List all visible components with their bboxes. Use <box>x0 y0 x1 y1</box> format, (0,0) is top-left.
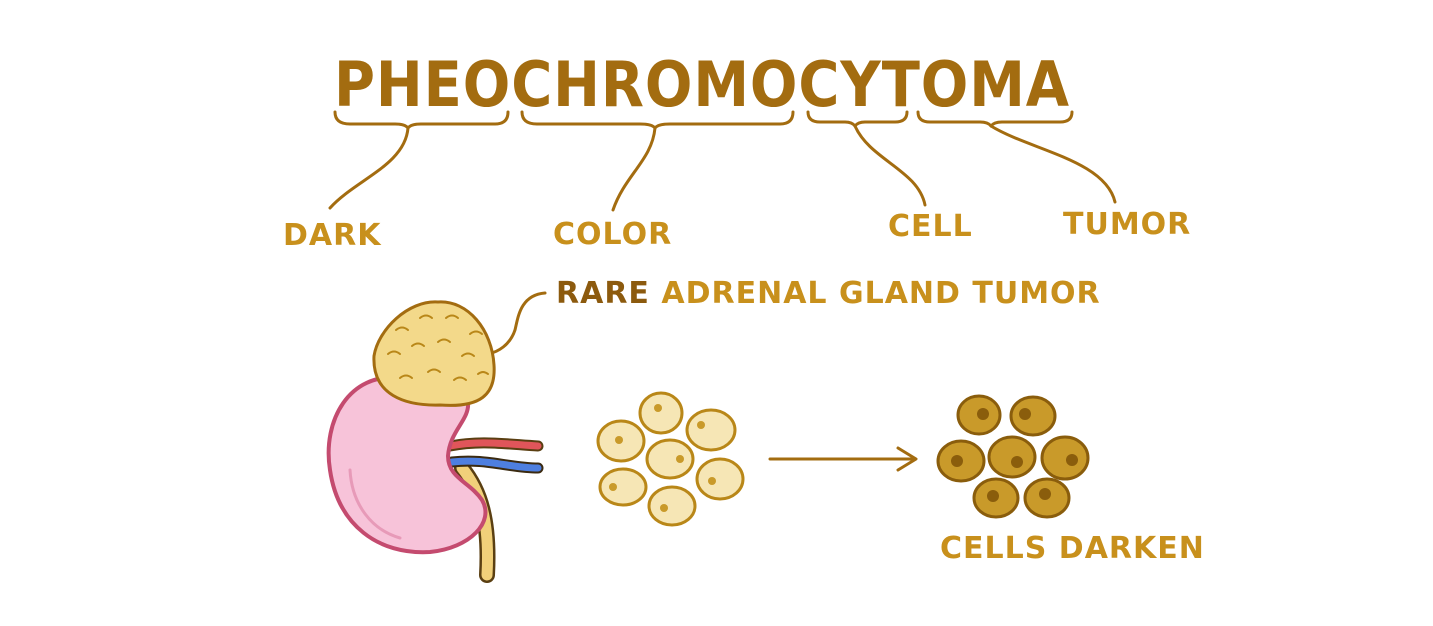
cells-darken-caption: CELLS DARKEN <box>940 531 1205 566</box>
connector-color <box>611 126 657 212</box>
annotation-first-word: RARE <box>556 276 650 311</box>
dark-cell <box>956 394 1002 436</box>
connector-dark <box>328 126 410 210</box>
connector-tumor <box>989 124 1117 204</box>
connector-cell <box>853 124 927 207</box>
normal-cell <box>647 485 697 527</box>
kidney-illustration <box>326 300 544 583</box>
meaning-label-tumor: TUMOR <box>1063 207 1191 242</box>
dark-cell-cluster <box>936 394 1090 519</box>
meaning-connectors <box>328 124 1117 212</box>
meaning-label-dark: DARK <box>283 218 382 253</box>
meaning-label-color: COLOR <box>553 217 672 252</box>
normal-cell <box>596 419 646 463</box>
normal-cell <box>598 467 648 507</box>
adrenal-tumor <box>372 300 496 407</box>
dark-cell <box>987 435 1037 479</box>
tumor-annotation: RARE ADRENAL GLAND TUMOR <box>556 276 1101 311</box>
diagram-title: PHEOCHROMOCYTOMA <box>334 48 1070 121</box>
normal-cell <box>685 408 737 452</box>
dark-cell <box>1040 435 1090 481</box>
annotation-rest: ADRENAL GLAND TUMOR <box>650 276 1101 311</box>
transition-arrow <box>768 446 918 472</box>
dark-cell <box>1023 477 1071 519</box>
dark-cell <box>936 439 986 483</box>
normal-cell <box>645 438 695 480</box>
dark-cell <box>972 477 1020 519</box>
meaning-label-cell: CELL <box>888 209 973 244</box>
annotation-connector <box>486 291 547 356</box>
normal-cell-cluster <box>596 391 745 527</box>
dark-cell <box>1009 395 1057 437</box>
normal-cell <box>638 391 684 435</box>
normal-cell <box>695 457 745 501</box>
